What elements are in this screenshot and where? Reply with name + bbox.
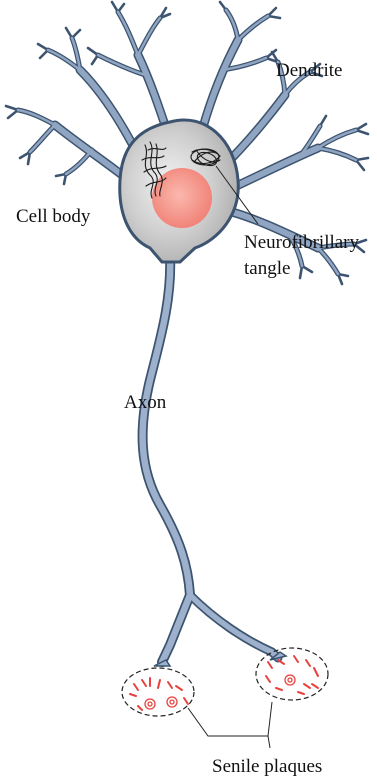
label-senile-plaques: Senile plaques [212, 756, 322, 778]
label-neurofibrillary-line1: Neurofibrillary [244, 232, 359, 254]
axon [143, 255, 286, 666]
label-neurofibrillary-line2: tangle [244, 258, 290, 280]
plaques-leader-line [188, 702, 272, 736]
label-axon: Axon [124, 392, 166, 414]
label-cell-body: Cell body [16, 206, 90, 228]
cell-body [120, 120, 239, 262]
senile-plaque-left [122, 668, 194, 716]
label-dendrite: Dendrite [276, 60, 342, 82]
nucleus [152, 168, 212, 228]
senile-plaque-right [256, 648, 328, 700]
